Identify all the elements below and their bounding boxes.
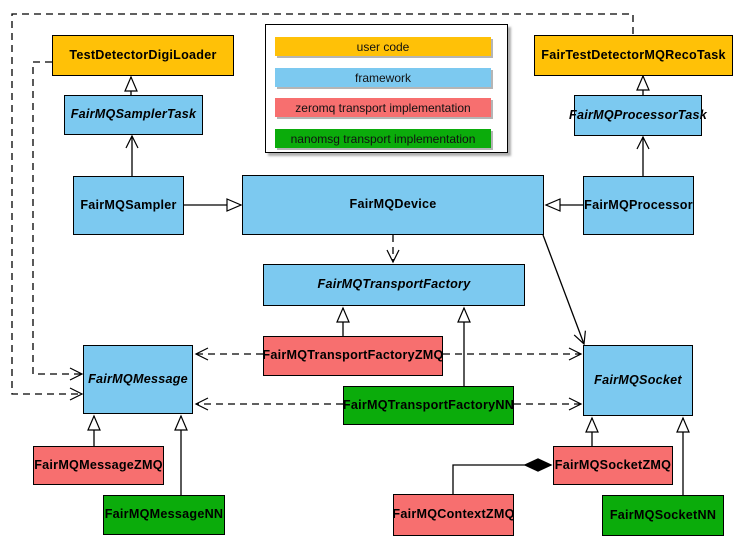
- node-fairmq-message: FairMQMessage: [83, 345, 193, 414]
- node-fairmq-processor-task: FairMQProcessorTask: [569, 95, 707, 136]
- node-fairmq-processor: FairMQProcessor: [583, 176, 694, 235]
- node-fairmq-socket-zmq: FairMQSocketZMQ: [553, 446, 673, 485]
- node-fairmq-device: FairMQDevice: [242, 175, 544, 235]
- legend-item-nanomsg: nanomsg transport implementation: [275, 129, 491, 148]
- node-fairmq-transport-factory-zmq: FairMQTransportFactoryZMQ: [262, 336, 443, 376]
- legend-item-zeromq: zeromq transport implementation: [275, 98, 491, 117]
- node-fairmq-message-zmq: FairMQMessageZMQ: [33, 446, 164, 485]
- node-fairmq-transport-factory: FairMQTransportFactory: [263, 264, 525, 306]
- node-fairmq-transport-factory-nn: FairMQTransportFactoryNN: [343, 386, 514, 425]
- edge-digiloader-depends-message: [32, 61, 84, 381]
- node-fairmq-socket: FairMQSocket: [583, 345, 693, 416]
- edge-recotask-depends-message: [11, 13, 634, 401]
- legend: user code framework zeromq transport imp…: [265, 24, 508, 153]
- legend-item-framework: framework: [275, 68, 491, 87]
- node-fairmq-message-nn: FairMQMessageNN: [103, 495, 225, 535]
- node-fairmq-sampler: FairMQSampler: [73, 176, 184, 235]
- node-fairmq-context-zmq: FairMQContextZMQ: [392, 494, 514, 536]
- edge-device-uses-socket: [542, 234, 586, 346]
- legend-item-user-code: user code: [275, 37, 491, 56]
- node-fairmq-socket-nn: FairMQSocketNN: [602, 495, 724, 536]
- node-fairmq-sampler-task: FairMQSamplerTask: [64, 95, 203, 135]
- edge-socketzmq-owns-contextzmq: [452, 465, 551, 494]
- node-fair-test-detector-mq-reco-task: FairTestDetectorMQRecoTask: [534, 35, 733, 76]
- node-test-detector-digi-loader: TestDetectorDigiLoader: [52, 35, 234, 76]
